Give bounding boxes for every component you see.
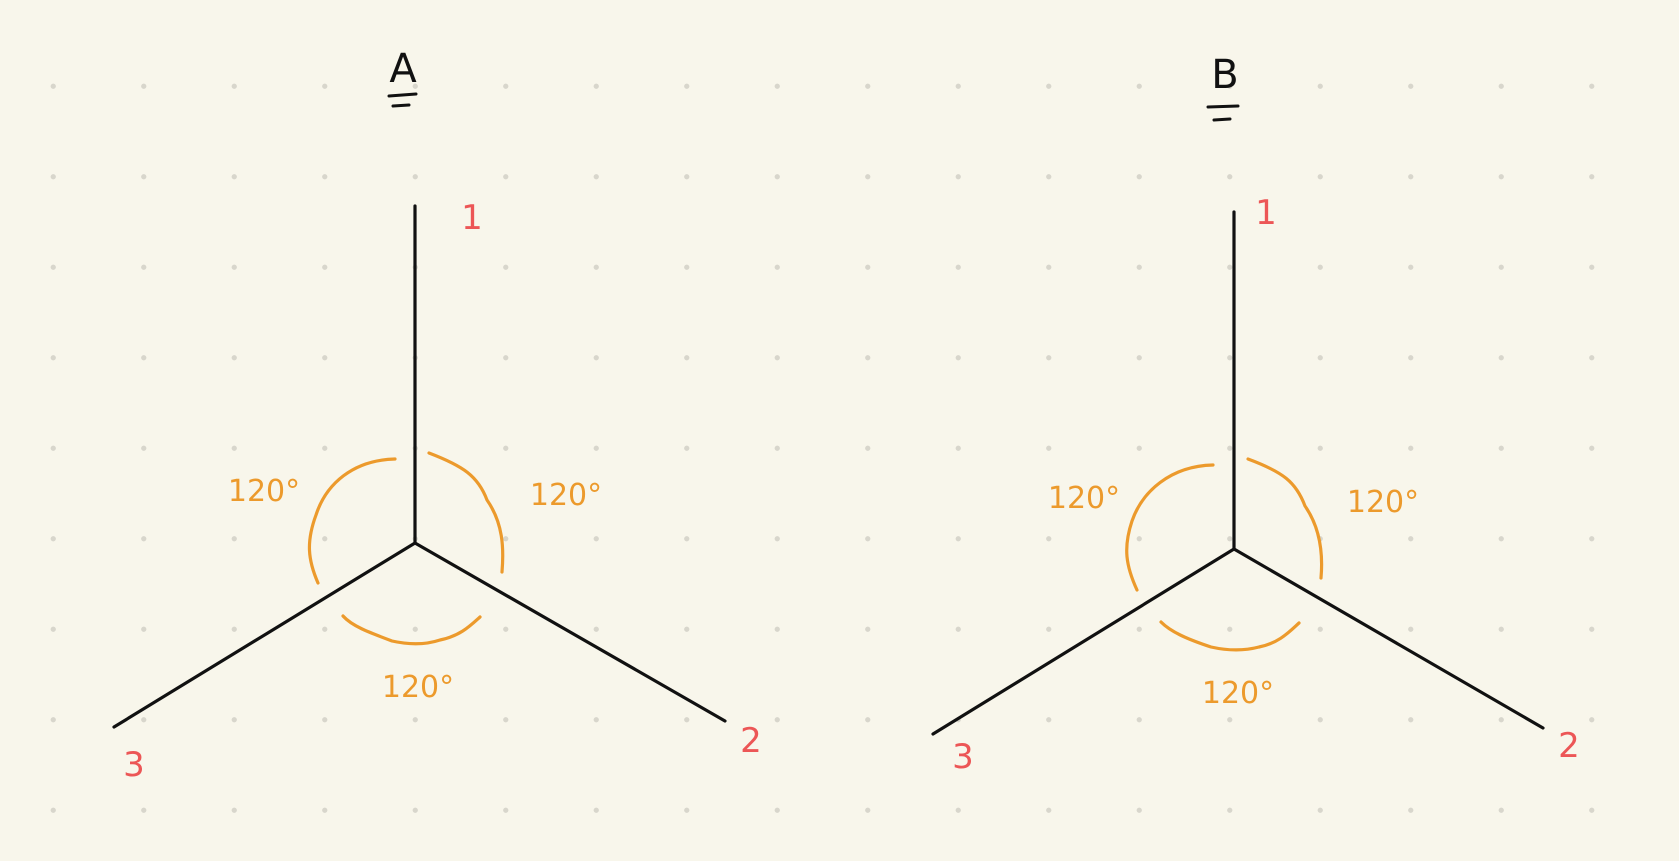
diagram-a: A 1 2 3 120° 120° 120° bbox=[112, 46, 762, 785]
diagram-b-angle-right: 120° bbox=[1347, 485, 1419, 520]
diagram-b: B 1 2 3 120° 120° 120° bbox=[931, 52, 1580, 777]
diagram-b-angle-bottom: 120° bbox=[1202, 676, 1274, 711]
diagram-a-bond-3 bbox=[112, 541, 417, 729]
diagram-a-angle-right: 120° bbox=[530, 478, 602, 513]
diagram-a-label-1: 1 bbox=[461, 198, 483, 238]
diagram-a-title: A bbox=[389, 46, 417, 92]
diagram-a-bond-2 bbox=[413, 541, 727, 723]
diagram-b-label-1: 1 bbox=[1255, 193, 1277, 233]
diagram-b-arc-right bbox=[1246, 457, 1324, 580]
diagram-b-arc-left bbox=[1125, 463, 1215, 592]
diagram-b-bond-2 bbox=[1232, 547, 1545, 730]
diagram-a-angle-left: 120° bbox=[228, 474, 300, 509]
diagram-a-title-underline-1 bbox=[387, 92, 418, 98]
diagram-b-title-underline-1 bbox=[1206, 104, 1240, 109]
diagram-a-arc-right bbox=[427, 451, 505, 574]
diagram-b-label-3: 3 bbox=[952, 737, 974, 777]
diagram-a-label-2: 2 bbox=[740, 721, 762, 761]
diagram-b-title-underline-2 bbox=[1212, 117, 1232, 122]
diagram-a-title-underline-2 bbox=[391, 103, 411, 108]
diagram-a-arc-left bbox=[307, 457, 397, 585]
diagram-b-bond-3 bbox=[931, 547, 1236, 736]
diagram-b-arc-bottom bbox=[1159, 620, 1301, 652]
diagram-a-arc-bottom bbox=[341, 614, 482, 646]
diagram-b-title: B bbox=[1211, 52, 1238, 98]
diagram-b-label-2: 2 bbox=[1558, 726, 1580, 766]
diagram-a-label-3: 3 bbox=[123, 745, 145, 785]
diagram-b-angle-left: 120° bbox=[1048, 481, 1120, 516]
diagram-a-angle-bottom: 120° bbox=[382, 670, 454, 705]
